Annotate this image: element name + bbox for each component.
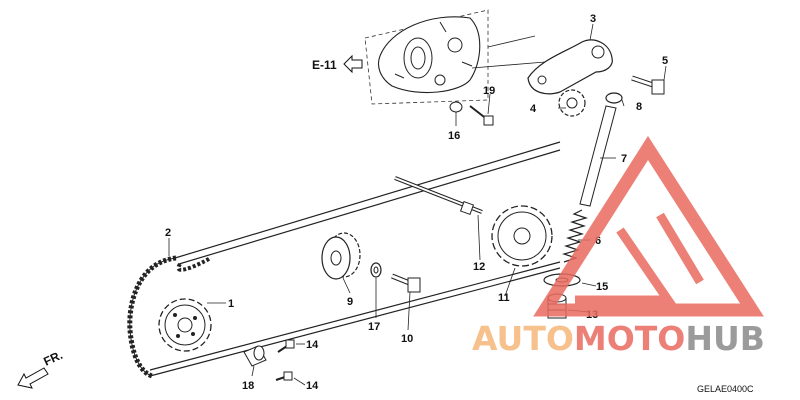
bolt-5 [631, 75, 665, 95]
callout-16: 16 [448, 130, 460, 142]
callout-10: 10 [401, 333, 413, 345]
callout-8: 8 [636, 101, 642, 113]
diagram-code: GELAE0400C [697, 384, 754, 394]
callout-14-upper: 14 [306, 339, 319, 351]
drive-chain [127, 141, 561, 379]
driven-sprocket [491, 205, 553, 267]
watermark-part-auto: AUTOMOTOHUB [472, 319, 765, 358]
callout-15: 15 [596, 281, 608, 293]
callout-2: 2 [165, 227, 171, 239]
washer-17 [370, 262, 382, 278]
bolt-14-lower [275, 371, 293, 381]
chain-guide-roller [321, 232, 361, 280]
callouts: 1 2 3 4 5 6 7 8 9 10 11 12 13 14 14 15 1… [165, 13, 668, 392]
tensioner-push-rod [579, 105, 617, 207]
tensioner-sprocket [558, 89, 586, 117]
bolt-14-upper [277, 339, 295, 353]
bolt-10 [391, 273, 421, 293]
autmotohub-watermark: AUTOMOTOHUB [472, 135, 765, 358]
callout-18: 18 [242, 380, 254, 392]
callout-9: 9 [347, 296, 353, 308]
bolt-19 [469, 105, 494, 126]
tensioner-arm [527, 39, 613, 95]
callout-17: 17 [368, 321, 380, 333]
drive-sprocket [158, 298, 212, 352]
washer-16 [449, 101, 463, 113]
tensioner-spring [561, 209, 589, 263]
callout-7: 7 [621, 153, 627, 165]
direction-label: FR. [41, 348, 64, 369]
engine-case-illustration [364, 9, 546, 105]
reference-arrow: E-11 [312, 54, 363, 74]
callout-19: 19 [483, 85, 495, 97]
callout-12: 12 [473, 261, 485, 273]
callout-1: 1 [228, 298, 234, 310]
collar [243, 345, 267, 367]
reference-label: E-11 [312, 58, 337, 72]
callout-6: 6 [595, 235, 601, 247]
callout-4: 4 [530, 103, 537, 115]
tensioner-cap [605, 92, 623, 104]
sprocket-shaft [394, 176, 483, 216]
callout-11: 11 [498, 292, 510, 304]
callout-3: 3 [590, 13, 596, 25]
callout-14-lower: 14 [306, 380, 319, 392]
callout-5: 5 [662, 55, 668, 67]
front-direction-arrow: FR. [17, 348, 65, 389]
